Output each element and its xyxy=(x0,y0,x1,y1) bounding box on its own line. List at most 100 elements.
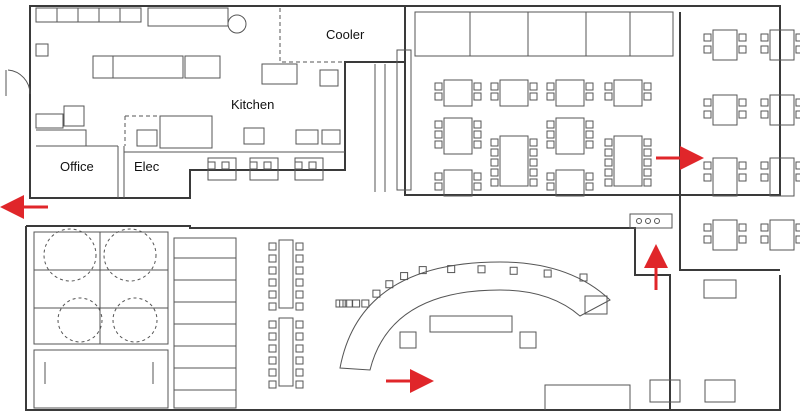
dining-room xyxy=(374,11,674,229)
chair-icon xyxy=(490,158,499,167)
chair-icon xyxy=(546,92,555,101)
chair-icon xyxy=(447,265,456,274)
chair-icon xyxy=(268,380,277,389)
kitchen-area xyxy=(5,7,345,198)
chair-icon xyxy=(295,356,304,365)
chair-icon xyxy=(295,344,304,353)
chair-icon xyxy=(473,130,482,139)
chair-icon xyxy=(268,242,277,251)
chair-icon xyxy=(308,161,317,170)
chair-icon xyxy=(604,158,613,167)
chair-icon xyxy=(760,173,769,182)
chair-icon xyxy=(604,178,613,187)
chair-icon xyxy=(509,266,518,275)
chair-icon xyxy=(400,272,409,281)
chair-icon xyxy=(434,140,443,149)
chair-icon xyxy=(738,235,747,244)
chair-icon xyxy=(760,45,769,54)
chair-icon xyxy=(546,82,555,91)
chair-icon xyxy=(295,320,304,329)
chair-icon xyxy=(760,33,769,42)
elec-label: Elec xyxy=(134,159,160,174)
chair-icon xyxy=(643,178,652,187)
chair-icon xyxy=(738,110,747,119)
chair-icon xyxy=(529,138,538,147)
chair-icon xyxy=(434,182,443,191)
chair-icon xyxy=(604,168,613,177)
chair-icon xyxy=(738,98,747,107)
chair-icon xyxy=(643,168,652,177)
chair-icon xyxy=(434,130,443,139)
chair-icon xyxy=(703,98,712,107)
chair-icon xyxy=(643,92,652,101)
chair-icon xyxy=(703,173,712,182)
chair-icon xyxy=(249,161,258,170)
chair-icon xyxy=(339,299,348,308)
chair-icon xyxy=(643,158,652,167)
chair-icon xyxy=(795,45,800,54)
chair-icon xyxy=(795,235,800,244)
chair-icon xyxy=(268,368,277,377)
chair-icon xyxy=(760,223,769,232)
chair-icon xyxy=(268,278,277,287)
chair-icon xyxy=(795,98,800,107)
chair-icon xyxy=(738,33,747,42)
chair-icon xyxy=(760,98,769,107)
chair-icon xyxy=(473,120,482,129)
chair-icon xyxy=(604,148,613,157)
chair-icon xyxy=(585,92,594,101)
restrooms xyxy=(33,228,237,409)
chair-icon xyxy=(795,110,800,119)
chair-icon xyxy=(490,138,499,147)
chair-icon xyxy=(795,173,800,182)
chair-icon xyxy=(546,182,555,191)
chair-icon xyxy=(579,273,588,282)
chair-icon xyxy=(546,140,555,149)
chair-icon xyxy=(643,82,652,91)
chair-icon xyxy=(295,290,304,299)
chair-icon xyxy=(268,266,277,275)
kitchen-label: Kitchen xyxy=(231,97,274,112)
chair-icon xyxy=(760,110,769,119)
chair-icon xyxy=(529,92,538,101)
chair-icon xyxy=(490,148,499,157)
chair-icon xyxy=(268,302,277,311)
chair-icon xyxy=(604,92,613,101)
chair-icon xyxy=(490,82,499,91)
chair-icon xyxy=(546,130,555,139)
chair-icon xyxy=(268,290,277,299)
chair-icon xyxy=(434,92,443,101)
communal-tables xyxy=(278,239,294,387)
chair-icon xyxy=(760,161,769,170)
chair-icon xyxy=(372,289,381,298)
chair-icon xyxy=(703,223,712,232)
chair-icon xyxy=(295,332,304,341)
chair-icon xyxy=(585,82,594,91)
chair-icon xyxy=(546,172,555,181)
office-label: Office xyxy=(60,159,94,174)
chair-icon xyxy=(418,266,427,275)
chair-icon xyxy=(434,120,443,129)
chair-icon xyxy=(585,130,594,139)
chair-icon xyxy=(760,235,769,244)
chair-icon xyxy=(207,161,216,170)
flow-arrows xyxy=(0,146,704,393)
chair-icon xyxy=(738,161,747,170)
chair-icon xyxy=(529,148,538,157)
chair-icon xyxy=(477,265,486,274)
chair-icon xyxy=(473,140,482,149)
chair-icon xyxy=(643,138,652,147)
chair-icon xyxy=(295,302,304,311)
chair-icon xyxy=(795,33,800,42)
chair-icon xyxy=(738,45,747,54)
chair-icon xyxy=(585,182,594,191)
chair-icon xyxy=(703,33,712,42)
chair-icon xyxy=(434,82,443,91)
chair-icon xyxy=(529,178,538,187)
patio-tables xyxy=(649,29,795,403)
chair-icon xyxy=(795,223,800,232)
chair-icon xyxy=(473,92,482,101)
chair-icon xyxy=(473,82,482,91)
chair-icon xyxy=(473,172,482,181)
